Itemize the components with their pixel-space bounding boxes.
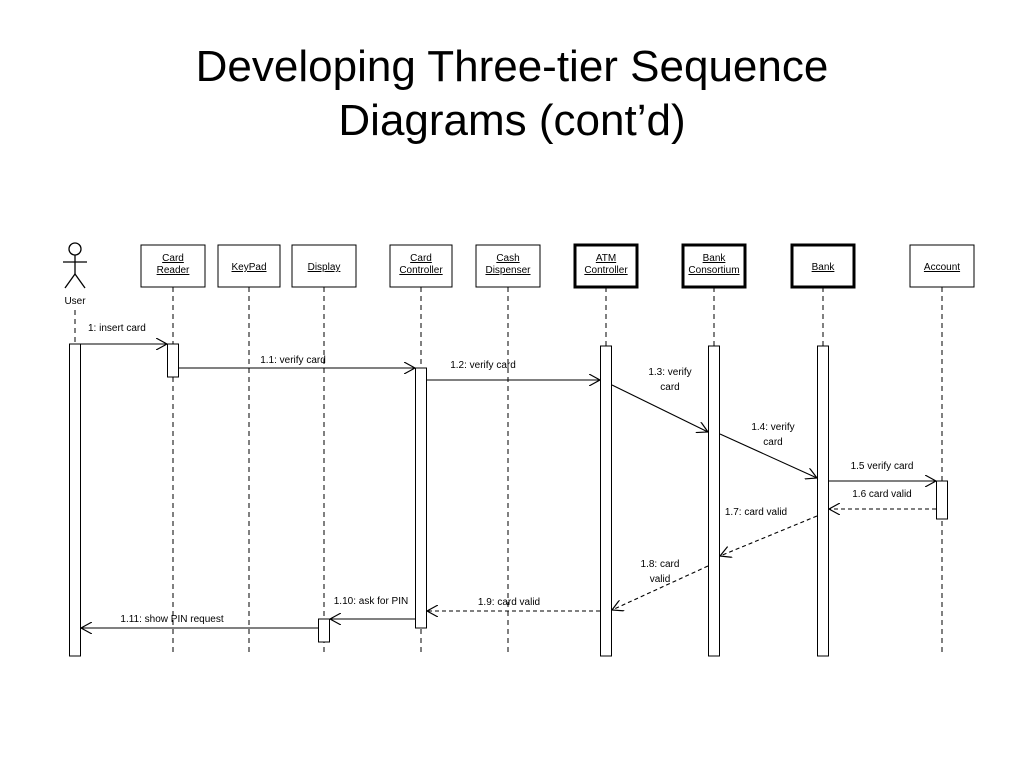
message-m1: 1: insert card bbox=[81, 323, 167, 344]
actor-label: User bbox=[64, 296, 86, 307]
message-label-m1-11: 1.11: show PIN request bbox=[120, 614, 223, 625]
object-label-cash-dispenser: Dispenser bbox=[485, 265, 531, 276]
message-arrow-m1-4 bbox=[719, 433, 817, 478]
message-arrow-m1-8 bbox=[612, 565, 709, 610]
activation-card-reader bbox=[167, 343, 179, 378]
object-label-card-reader: Reader bbox=[157, 265, 190, 276]
message-label-m1-4: card bbox=[763, 437, 782, 448]
message-m1-10: 1.10: ask for PIN bbox=[330, 596, 415, 619]
messages-layer: 1: insert card 1.1: verify card 1.2: verif… bbox=[81, 323, 936, 628]
object-label-card-controller: Card bbox=[410, 253, 432, 264]
message-label-m1-6: 1.6 card valid bbox=[852, 489, 911, 500]
message-m1-3: 1.3: verify card bbox=[611, 367, 708, 432]
message-m1-5: 1.5 verify card bbox=[829, 461, 936, 481]
activation-bank-consortium bbox=[708, 345, 720, 657]
object-label-bank: Bank bbox=[812, 262, 836, 273]
actor-user: User bbox=[63, 242, 87, 307]
message-m1-9: 1.9: card valid bbox=[427, 597, 600, 611]
activation-user bbox=[69, 343, 81, 657]
message-label-m1-5: 1.5 verify card bbox=[851, 461, 914, 472]
object-bank: Bank bbox=[790, 243, 856, 289]
slide-title: Developing Three-tier Sequence Diagrams … bbox=[0, 40, 1024, 148]
object-label-keypad: KeyPad bbox=[231, 262, 266, 273]
object-label-atm-controller: ATM bbox=[596, 253, 616, 264]
object-label-account: Account bbox=[924, 262, 960, 273]
activation-card-controller bbox=[415, 367, 427, 629]
slide-title-line-1: Developing Three-tier Sequence bbox=[195, 42, 829, 91]
message-label-m1-9: 1.9: card valid bbox=[478, 597, 540, 608]
object-box-cash-dispenser bbox=[475, 244, 541, 288]
object-box-bank-consortium bbox=[681, 243, 747, 289]
message-m1-4: 1.4: verify card bbox=[719, 422, 817, 478]
object-label-bank-consortium: Consortium bbox=[688, 265, 739, 276]
object-label-card-reader: Card bbox=[162, 253, 184, 264]
actor-stick-figure-icon bbox=[63, 242, 87, 289]
activation-display bbox=[318, 618, 330, 643]
object-box-bank bbox=[790, 243, 856, 289]
message-arrow-m1-3 bbox=[611, 384, 708, 432]
activation-atm-controller bbox=[600, 345, 612, 657]
message-label-m1-7: 1.7: card valid bbox=[725, 507, 787, 518]
activations-layer bbox=[69, 343, 948, 657]
object-keypad: KeyPad bbox=[217, 244, 281, 288]
message-label-m1-8: valid bbox=[650, 574, 671, 585]
object-label-cash-dispenser: Cash bbox=[496, 253, 519, 264]
activation-bank bbox=[817, 345, 829, 657]
message-m1-6: 1.6 card valid bbox=[829, 489, 936, 509]
message-label-m1-10: 1.10: ask for PIN bbox=[334, 596, 408, 607]
message-label-m1-3: card bbox=[660, 382, 679, 393]
message-label-m1-3: 1.3: verify bbox=[648, 367, 691, 378]
object-label-atm-controller: Controller bbox=[584, 265, 628, 276]
message-label-m1-4: 1.4: verify bbox=[751, 422, 794, 433]
object-account: Account bbox=[909, 244, 975, 288]
message-label-m1-8: 1.8: card bbox=[641, 559, 680, 570]
object-label-display: Display bbox=[308, 262, 341, 273]
message-m1-11: 1.11: show PIN request bbox=[81, 614, 318, 628]
activation-account bbox=[936, 480, 948, 520]
message-m1-8: 1.8: card valid bbox=[612, 559, 709, 610]
object-box-atm-controller bbox=[573, 243, 639, 289]
object-box-card-reader bbox=[140, 244, 206, 288]
object-label-card-controller: Controller bbox=[399, 265, 443, 276]
message-m1-1: 1.1: verify card bbox=[179, 355, 415, 368]
message-m1-2: 1.2: verify card bbox=[427, 360, 600, 380]
message-label-m1-2: 1.2: verify card bbox=[450, 360, 516, 371]
slide-title-line-2: Diagrams (cont’d) bbox=[338, 96, 686, 145]
object-display: Display bbox=[291, 244, 357, 288]
message-m1-7: 1.7: card valid bbox=[720, 507, 818, 556]
object-box-card-controller bbox=[389, 244, 453, 288]
object-label-bank-consortium: Bank bbox=[703, 253, 727, 264]
message-label-m1: 1: insert card bbox=[88, 323, 146, 334]
object-box-display bbox=[291, 244, 357, 288]
message-arrow-m1-7 bbox=[720, 515, 818, 556]
message-label-m1-1: 1.1: verify card bbox=[260, 355, 326, 366]
